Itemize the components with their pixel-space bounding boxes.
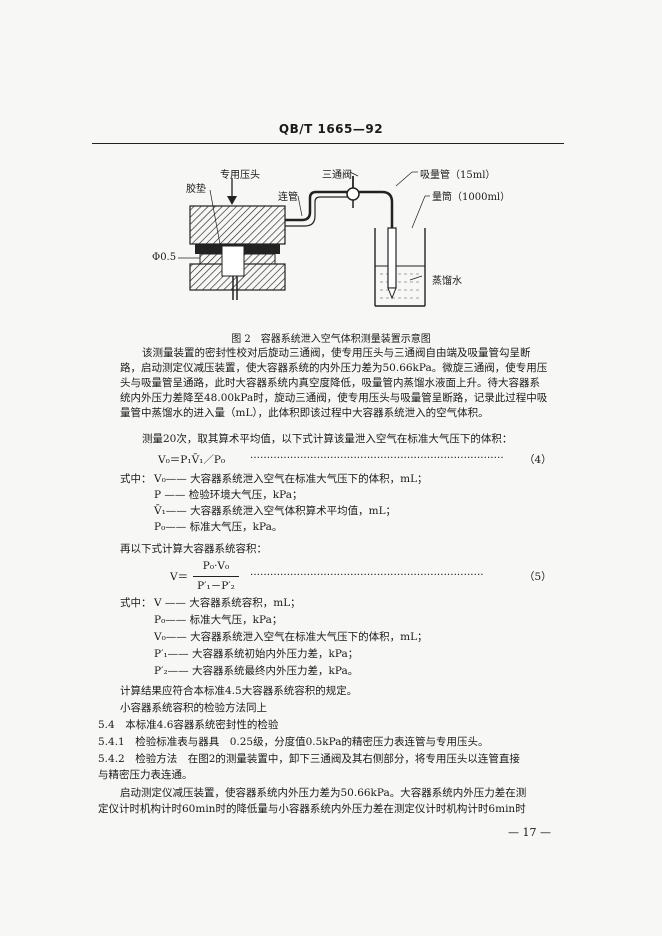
def-item: V —— 大容器系统容积，mL； [154, 597, 301, 609]
defs-prefix: 式中： [120, 597, 152, 609]
equation-4: V₀＝P₁V̄₁／P₀ [158, 454, 226, 466]
paragraph-line: 定仪计时机构计时60min时的降低量与小容器系统内外压力差在测定仪计时机构计时6… [98, 803, 526, 815]
def-item: P₀—— 标准大气压，kPa； [154, 614, 283, 626]
connect-tube [285, 190, 348, 222]
figure-caption: 图 2 容器系统泄入空气体积测量装置示意图 [231, 334, 431, 345]
label-diameter: Φ0.5 [152, 252, 177, 263]
small-container-note: 小容器系统容积的检验方法同上 [120, 702, 267, 714]
label-gasket: 胶垫 [186, 184, 206, 195]
label-connect-tube: 连管 [278, 192, 298, 203]
section-5-4: 5.4 本标准4.6容器系统密封性的检验 [98, 719, 279, 731]
def-item: V̄₁—— 大容器系统泄入空气体积算术平均值，mL； [154, 505, 397, 517]
def-item: P₀—— 标准大气压，kPa。 [154, 521, 283, 533]
equation-4-dots: ········································… [250, 452, 504, 464]
def-item: P′₁—— 大容器系统初始内外压力差，kPa； [154, 648, 359, 660]
equation-5-denominator: P′₁－P′₂ [197, 580, 235, 592]
equation-5-number: （5） [524, 571, 552, 583]
paragraph-line: 该测量装置的密封性校对后旋动三通阀，使专用压头与三通阀自由端及吸量管勾呈断 [142, 347, 531, 359]
calc5-intro: 再以下式计算大容器系统容积： [120, 543, 267, 555]
header-rule [92, 143, 564, 144]
equation-4-number: （4） [524, 454, 552, 466]
fraction-bar [193, 576, 239, 577]
def-item: P′₂—— 大容器系统最终内外压力差，kPa。 [154, 665, 359, 677]
paragraph-line: 测量20次，取其算术平均值，以下式计算该量泄入空气在标准大气压下的体积： [142, 433, 513, 445]
measuring-cylinder [374, 228, 426, 307]
label-water: 蒸馏水 [432, 276, 462, 287]
def-item: V₀—— 大容器系统泄入空气在标准大气压下的体积，mL； [154, 631, 428, 643]
paragraph-line: 启动测定仪减压装置，使容器系统内外压力差为50.66kPa。大容器系统内外压力差… [120, 787, 527, 799]
equation-5-numerator: P₀·V₀ [202, 560, 230, 572]
label-absorb-tube: 吸量管（15ml） [420, 170, 496, 181]
paragraph-line: 路，启动测定仪减压装置，使大容器系统的内外压力差为50.66kPa。微旋三通阀，… [120, 362, 548, 374]
header-code: QB/T 1665—92 [278, 122, 384, 136]
defs-prefix: 式中： [120, 473, 152, 485]
pressure-arrow [227, 178, 237, 205]
section-5-4-2-cont: 与精密压力表连通。 [98, 769, 193, 781]
label-special-head: 专用压头 [220, 170, 260, 181]
press-head [189, 205, 286, 300]
three-way-valve [346, 176, 360, 208]
equation-5-dots: ········································… [250, 569, 484, 581]
def-item: V₀—— 大容器系统泄入空气在标准大气压下的体积，mL； [154, 473, 428, 485]
label-cylinder: 量筒（1000ml） [432, 192, 511, 203]
equation-5-lhs: V＝ [170, 571, 189, 583]
section-5-4-1: 5.4.1 检验标准表与器具 0.25级，分度值0.5kPa的精密压力表连管与专… [98, 736, 489, 748]
apparatus-diagram [178, 171, 430, 307]
absorb-pipette [387, 227, 397, 300]
paragraph-line: 统内外压力差降至48.00kPa时，旋动三通阀，使专用压头与吸量管呈断路，记录此… [120, 392, 548, 404]
page-number: — 17 — [508, 826, 551, 839]
result-note: 计算结果应符合本标准4.5大容器系统容积的规定。 [120, 685, 358, 697]
paragraph-line: 头与吸量管呈通路，此时大容器系统内真空度降低，吸量管内蒸馏水液面上升。待大容器系 [120, 377, 540, 389]
label-three-way-valve: 三通阀 [322, 170, 352, 181]
paragraph-line: 量管中蒸馏水的进入量（mL），此体积即该过程中大容器系统泄入的空气体积。 [120, 407, 489, 419]
def-item: P —— 检验环境大气压，kPa； [154, 489, 303, 501]
section-5-4-2: 5.4.2 检验方法 在图2的测量装置中，卸下三通阀及其右侧部分，将专用压头以连… [98, 753, 520, 765]
